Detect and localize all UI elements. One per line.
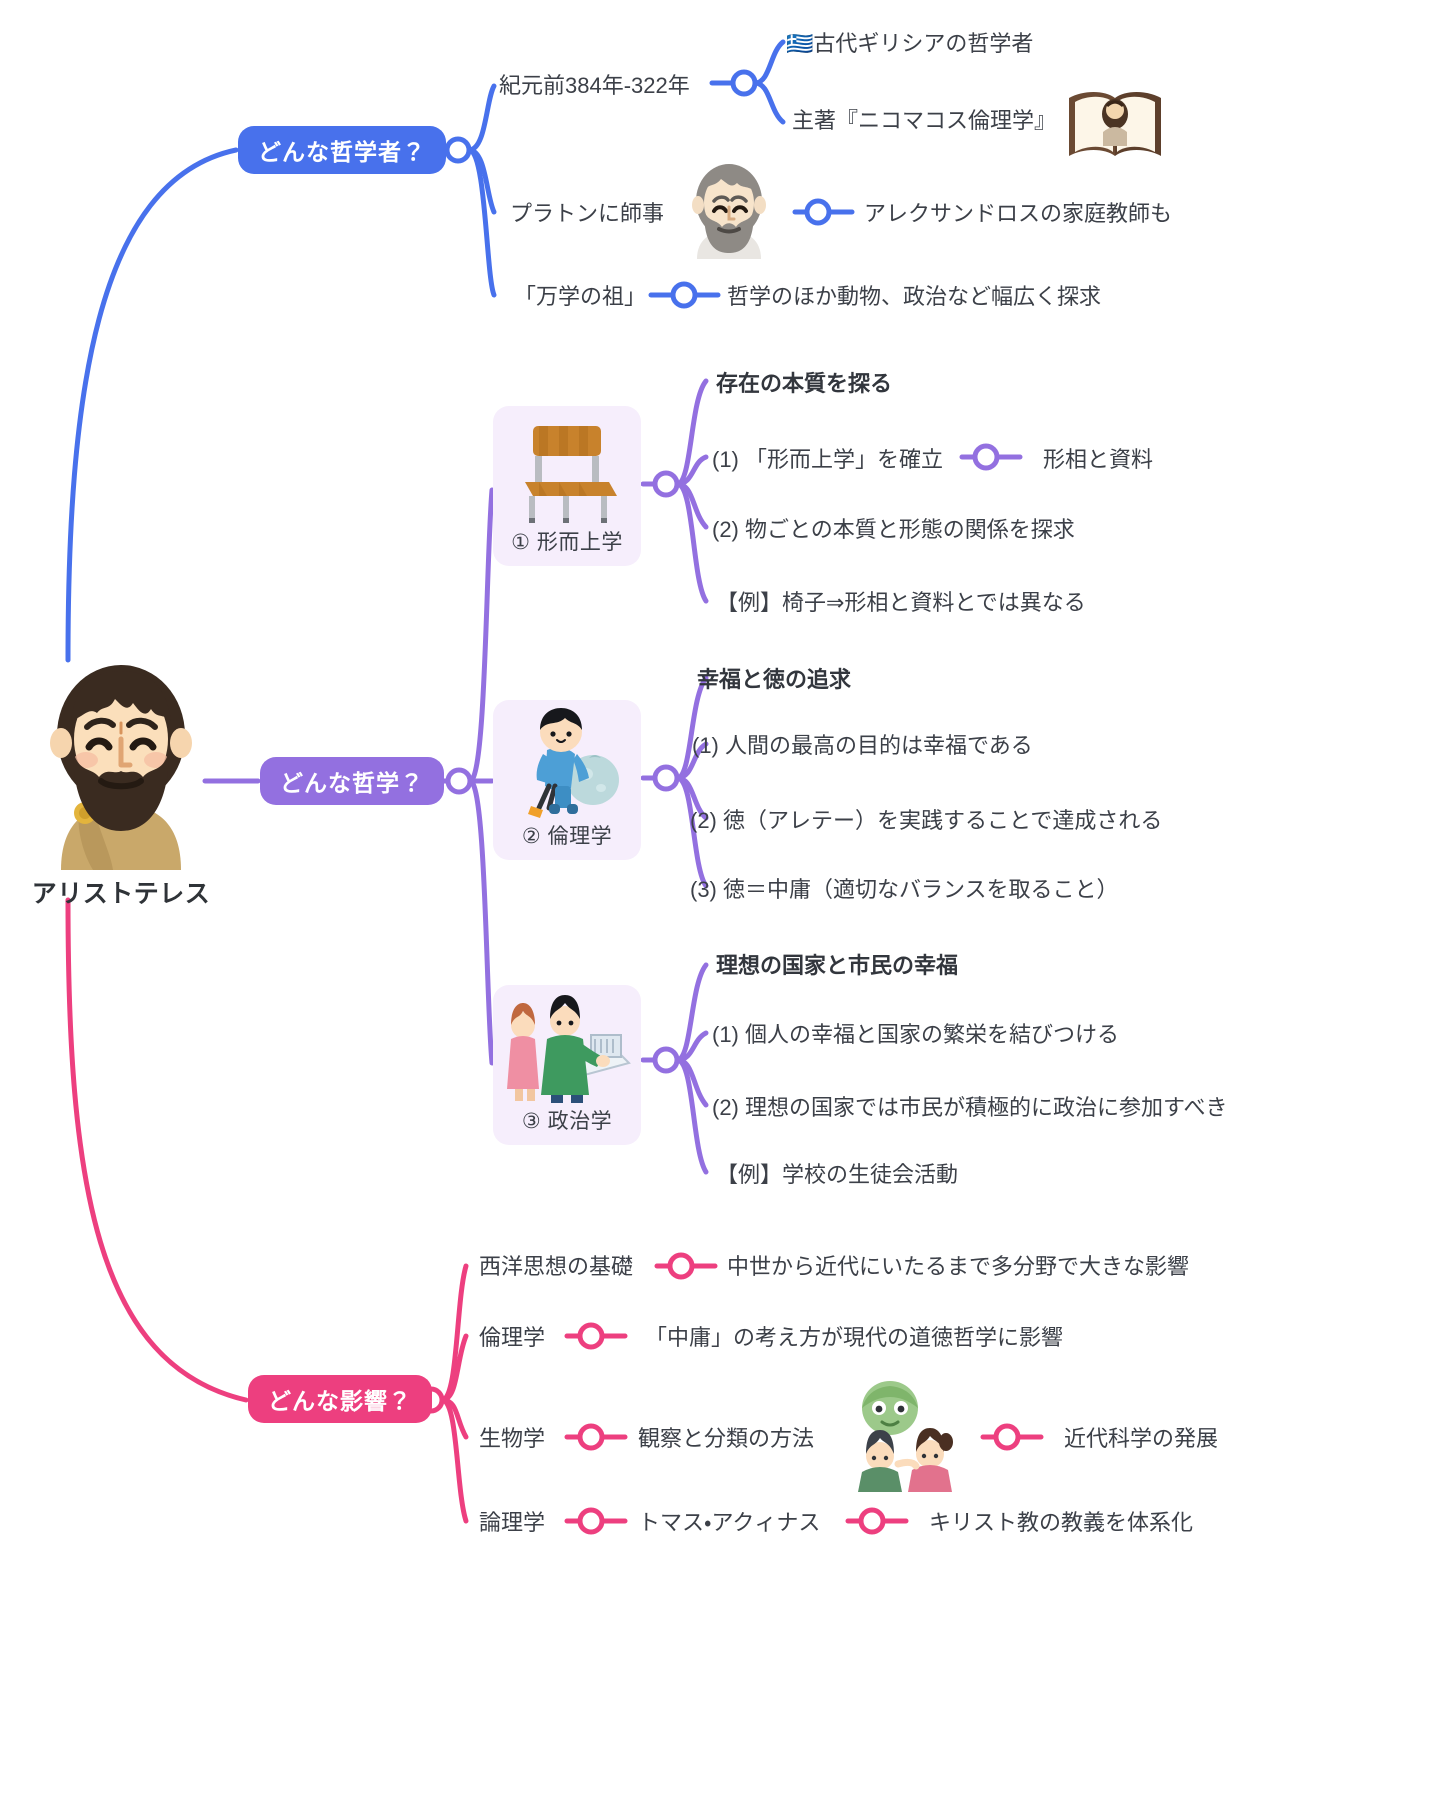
- child-cleaning-icon: [493, 706, 641, 818]
- influence-item-4[interactable]: 論理学: [479, 1510, 546, 1535]
- heading-ethics: 幸福と徳の追求: [697, 667, 852, 692]
- influence-item-2-child[interactable]: 「中庸」の考え方が現代の道徳哲学に影響: [645, 1325, 1064, 1350]
- card-caption: ② 倫理学: [521, 825, 613, 848]
- heading-politics: 理想の国家と市民の幸福: [716, 953, 959, 978]
- card-metaphysics[interactable]: ① 形而上学: [493, 406, 641, 566]
- metaphysics-line-1[interactable]: (1) 「形而上学」を確立: [712, 447, 944, 472]
- politics-line-2[interactable]: (2) 理想の国家では市民が積極的に政治に参加すべき: [712, 1095, 1228, 1120]
- node-broad-inquiry[interactable]: 哲学のほか動物、政治など幅広く探求: [727, 284, 1102, 309]
- node-greek-philosopher[interactable]: 🇬🇷古代ギリシアの哲学者: [786, 31, 1034, 56]
- influence-item-4-grandchild[interactable]: キリスト教の教義を体系化: [929, 1510, 1194, 1535]
- card-politics[interactable]: ③ 政治学: [493, 985, 641, 1145]
- influence-item-2[interactable]: 倫理学: [479, 1325, 546, 1350]
- influence-item-3[interactable]: 生物学: [479, 1426, 546, 1451]
- influence-item-4-child[interactable]: トマス・アクィナス: [638, 1510, 821, 1535]
- plato-bust-icon: [681, 161, 777, 259]
- card-caption: ① 形而上学: [511, 531, 623, 554]
- branch-pill-philosopher[interactable]: どんな哲学者？: [238, 126, 446, 174]
- metaphysics-line-2[interactable]: (2) 物ごとの本質と形態の関係を探求: [712, 517, 1075, 542]
- branch-pill-philosophy[interactable]: どんな哲学？: [260, 757, 444, 805]
- influence-item-3-grandchild[interactable]: 近代科学の発展: [1064, 1426, 1219, 1451]
- ethics-line-2[interactable]: (2) 徳（アレテー）を実践することで達成される: [690, 808, 1163, 833]
- students-vote-icon: [493, 991, 641, 1103]
- metaphysics-line-3[interactable]: 【例】椅子⇒形相と資料とでは異なる: [716, 590, 1086, 615]
- card-caption: ③ 政治学: [521, 1110, 613, 1133]
- node-studied-under-plato[interactable]: プラトンに師事: [510, 201, 665, 226]
- node-alexander-tutor[interactable]: アレクサンドロスの家庭教師も: [864, 201, 1173, 226]
- influence-item-1[interactable]: 西洋思想の基礎: [479, 1254, 634, 1279]
- ethics-line-1[interactable]: (1) 人間の最高の目的は幸福である: [692, 733, 1033, 758]
- metaphysics-line-1-child[interactable]: 形相と資料: [1043, 447, 1154, 472]
- node-father-of-all-studies[interactable]: 「万学の祖」: [514, 284, 647, 309]
- politics-line-3[interactable]: 【例】学校の生徒会活動: [716, 1162, 959, 1187]
- ethics-line-3[interactable]: (3) 徳＝中庸（適切なバランスを取ること）: [690, 877, 1119, 902]
- node-lifespan[interactable]: 紀元前384年-322年: [499, 73, 690, 98]
- politics-line-1[interactable]: (1) 個人の幸福と国家の繁栄を結びつける: [712, 1022, 1120, 1047]
- aristotle-bust-icon: [31, 655, 211, 870]
- observation-icon: [832, 1380, 982, 1492]
- chair-icon: [493, 412, 641, 524]
- root-node[interactable]: アリストテレス: [6, 655, 236, 910]
- influence-item-3-child[interactable]: 観察と分類の方法: [638, 1426, 815, 1451]
- node-main-work[interactable]: 主著『ニコマコス倫理学』: [792, 108, 1057, 133]
- influence-item-1-child[interactable]: 中世から近代にいたるまで多分野で大きな影響: [727, 1254, 1190, 1279]
- book-icon: [1063, 84, 1167, 162]
- branch-pill-influence[interactable]: どんな影響？: [248, 1375, 432, 1423]
- root-label: アリストテレス: [31, 880, 211, 908]
- heading-metaphysics: 存在の本質を探る: [716, 371, 893, 396]
- card-ethics[interactable]: ② 倫理学: [493, 700, 641, 860]
